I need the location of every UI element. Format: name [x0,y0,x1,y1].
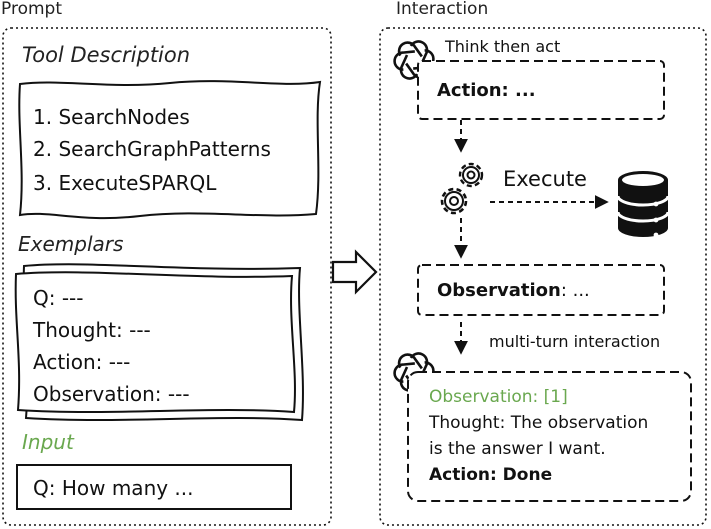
tool-item-search-graph-patterns: 2. SearchGraphPatterns [33,137,271,161]
hollow-arrow-icon [331,249,378,295]
tool-item-search-nodes: 1. SearchNodes [33,105,190,129]
tool-description-box [18,80,322,220]
exemplar-thought: Thought: --- [33,318,151,342]
observation-text: Observation: ... [437,282,590,300]
final-thought-line1: Thought: The observation [429,413,649,433]
action-text: Action: ... [437,80,536,101]
gear-icon [458,162,484,188]
exemplar-action: Action: --- [33,350,131,374]
exemplar-front-sheet [14,271,296,414]
input-title: Input [22,430,74,454]
interaction-panel [379,27,707,526]
final-thought-line2: is the answer I want. [429,439,606,459]
prompt-panel [2,27,332,526]
observation-rest: : ... [560,280,590,301]
prompt-header: Prompt [1,0,62,19]
exemplar-observation: Observation: --- [33,382,190,406]
tool-description-title: Tool Description [22,43,191,67]
tool-item-execute-sparql: 3. ExecuteSPARQL [33,171,217,195]
interaction-header: Interaction [396,0,489,19]
input-text: Q: How many ... [33,476,194,500]
final-action: Action: Done [429,465,553,485]
exemplar-question: Q: --- [33,286,84,310]
observation-box [417,264,665,316]
exemplars-title: Exemplars [18,232,124,256]
action-box [417,60,665,120]
database-icon [616,171,670,238]
observation-bold: Observation [437,280,561,301]
multi-turn-label: multi-turn interaction [489,332,661,351]
gear-icon [440,187,468,215]
final-answer-box [407,371,692,502]
think-then-act-label: Think then act [445,37,561,56]
execute-label: Execute [503,167,587,191]
input-box [16,464,292,510]
final-observation: Observation: [1] [429,387,568,407]
